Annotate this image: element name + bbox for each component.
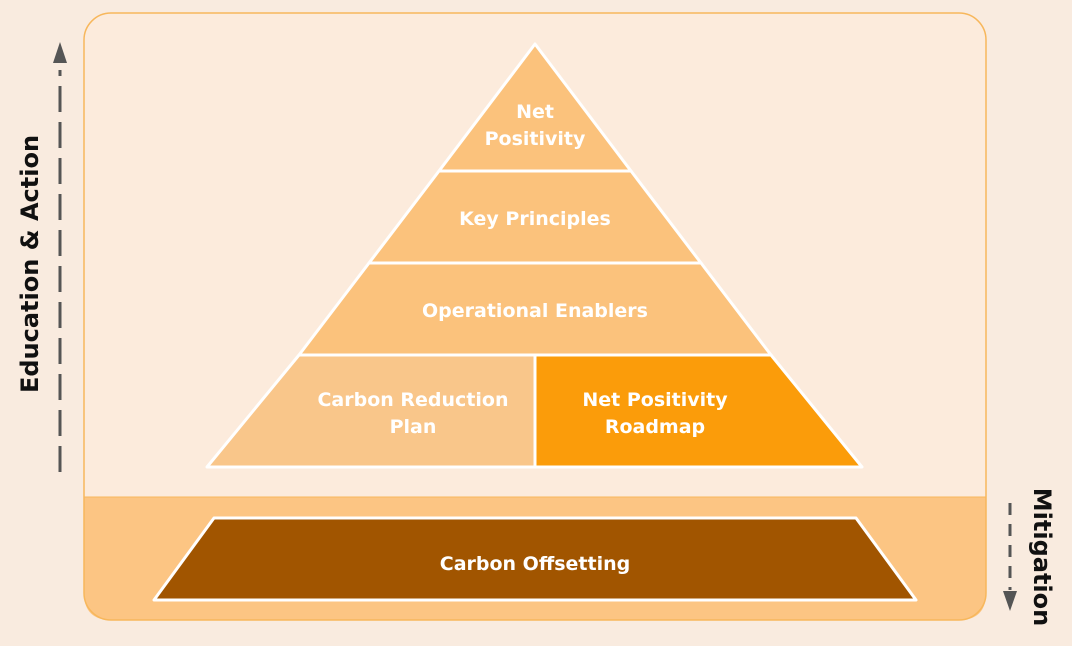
education-action-label: Education & Action: [16, 135, 44, 393]
tier1-label-line2: Positivity: [485, 128, 586, 150]
tier2-label: Key Principles: [459, 208, 611, 230]
tier1-label-line1: Net: [516, 101, 554, 123]
base-label: Carbon Offsetting: [440, 553, 630, 575]
tier3-label: Operational Enablers: [422, 300, 648, 322]
tier4-right-label-line1: Net Positivity: [582, 389, 728, 411]
carbon-offsetting-base: [152, 516, 918, 602]
mitigation-label: Mitigation: [1028, 488, 1056, 626]
tier4-left-label-line1: Carbon Reduction: [317, 389, 508, 411]
up-arrow-icon: [53, 42, 67, 472]
tier4-right-label-line2: Roadmap: [605, 416, 705, 438]
down-arrow-icon: [1003, 503, 1017, 611]
tier-net-positivity-roadmap: [533, 353, 864, 469]
tier4-left-label-line2: Plan: [390, 416, 437, 438]
